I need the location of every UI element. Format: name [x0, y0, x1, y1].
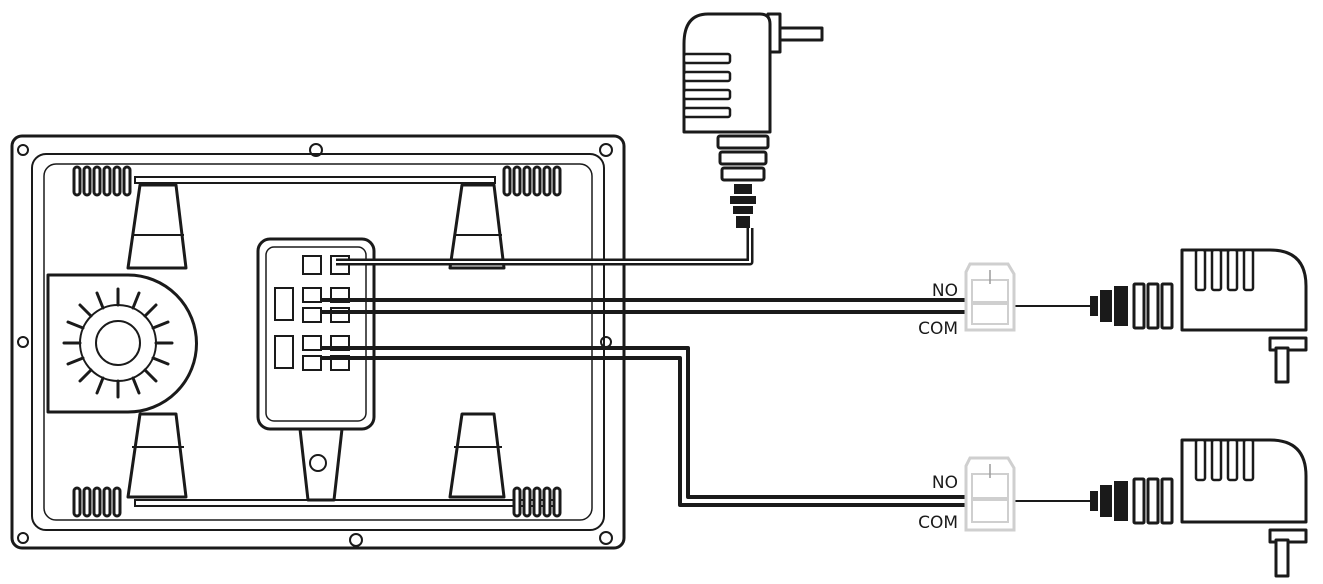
speaker-grille	[46, 273, 198, 414]
relay-2-com-label: COM	[918, 513, 958, 533]
monitor-back-panel	[10, 134, 626, 550]
power-adapter-plug	[682, 12, 824, 228]
relay-1-com-label: COM	[918, 319, 958, 339]
wires	[322, 228, 1090, 507]
screw-icon	[17, 143, 613, 547]
vent-icon	[72, 165, 562, 518]
relay-switch	[964, 262, 1016, 332]
relay-1-no-label: NO	[932, 281, 958, 301]
bracket-icon	[126, 183, 506, 499]
lock-adapter-plug	[1090, 248, 1308, 384]
relay-switch	[964, 456, 1016, 532]
terminal-block	[256, 237, 376, 502]
relay-2-no-label: NO	[932, 473, 958, 493]
lock-adapter-plug	[1090, 438, 1308, 578]
